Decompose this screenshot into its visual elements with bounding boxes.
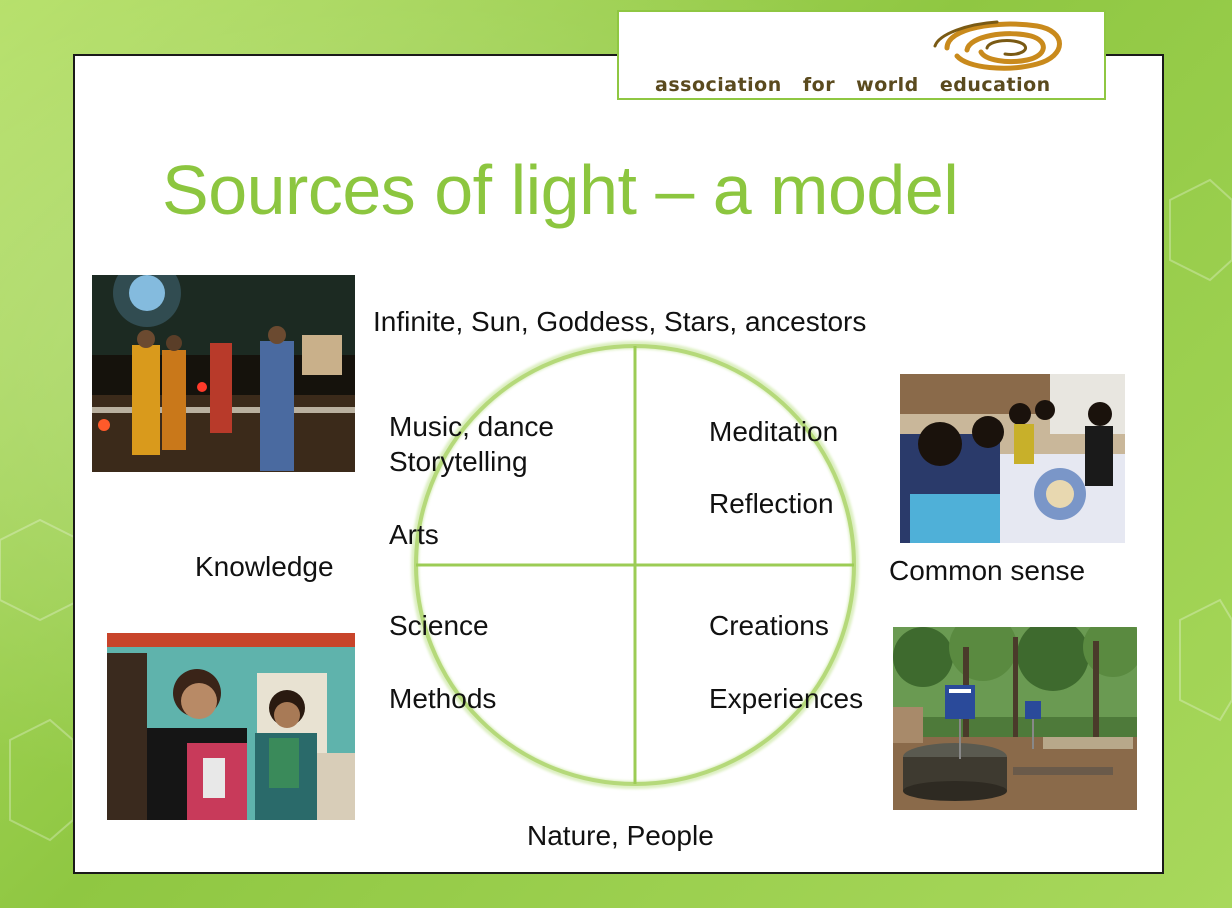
quadrant-bottom-left-item: Methods bbox=[389, 683, 497, 714]
label-bottom: Nature, People bbox=[527, 820, 714, 851]
quadrant-top-left-item: Music, dance bbox=[389, 411, 554, 442]
photo-group-discussion bbox=[900, 374, 1125, 543]
organization-name: association for world education bbox=[655, 74, 1051, 96]
quadrant-top-left-item: Arts bbox=[389, 519, 439, 550]
quadrant-top-right-item: Meditation bbox=[709, 416, 839, 447]
quadrant-top-left-item: Storytelling bbox=[389, 446, 528, 477]
label-left: Knowledge bbox=[195, 551, 334, 582]
photo-biogas-plant bbox=[893, 627, 1137, 810]
quadrant-bottom-right-item: Experiences bbox=[709, 683, 864, 714]
quadrant-bottom-left-item: Science bbox=[389, 610, 489, 641]
label-top: Infinite, Sun, Goddess, Stars, ancestors bbox=[373, 306, 867, 337]
swirl-logo-icon bbox=[933, 20, 1062, 71]
quadrant-top-right-item: Reflection bbox=[709, 488, 834, 519]
quadrant-bottom-right-item: Creations bbox=[709, 610, 829, 641]
logo-box: association for world education bbox=[617, 10, 1106, 100]
photo-night-ceremony bbox=[92, 275, 355, 472]
slide-title: Sources of light – a model bbox=[162, 151, 959, 229]
label-right: Common sense bbox=[889, 555, 1086, 586]
photo-women-speaking bbox=[107, 633, 355, 820]
